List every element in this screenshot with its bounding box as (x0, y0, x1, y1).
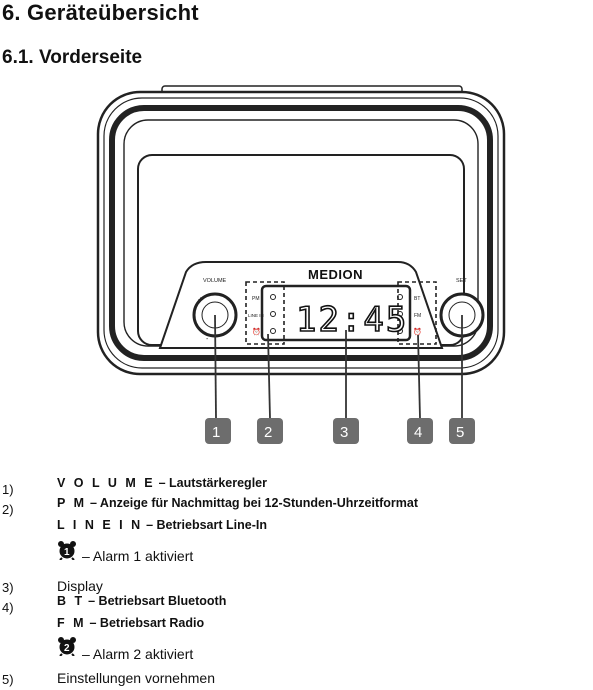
subsection-heading: 6.1. Vorderseite (2, 47, 143, 68)
svg-text:2: 2 (64, 643, 70, 654)
section-heading: 6. Geräteübersicht (2, 0, 199, 25)
set-knob-label: SET (456, 278, 467, 284)
callout-1: 1 (212, 424, 220, 441)
svg-text:1: 1 (64, 547, 70, 558)
callout-5: 5 (456, 424, 464, 441)
callout-4: 4 (414, 424, 422, 441)
svg-text:-: - (206, 336, 209, 343)
callout-3: 3 (340, 424, 348, 441)
fm-indicator: FM (414, 313, 421, 319)
alarm-2-icon: 2 (58, 637, 76, 656)
bt-indicator: BT (414, 296, 420, 302)
alarm-2-indicator-icon: ⏰ (413, 327, 422, 336)
alarm-1-indicator-icon: ⏰ (252, 327, 261, 336)
callout-2: 2 (264, 424, 272, 441)
svg-text:+: + (198, 295, 203, 304)
volume-knob-label: VOLUME (203, 278, 227, 284)
line-in-indicator: LINE IN (248, 313, 264, 318)
pm-indicator: PM (252, 296, 260, 302)
clock-digits: 12:45 (296, 300, 408, 340)
brand-logo-text: MEDION (308, 267, 363, 282)
radio-front-illustration: + - MEDION 12:45 VOLUME SET PM LINE IN B… (96, 85, 506, 444)
alarm-1-icon: 1 (58, 541, 76, 560)
